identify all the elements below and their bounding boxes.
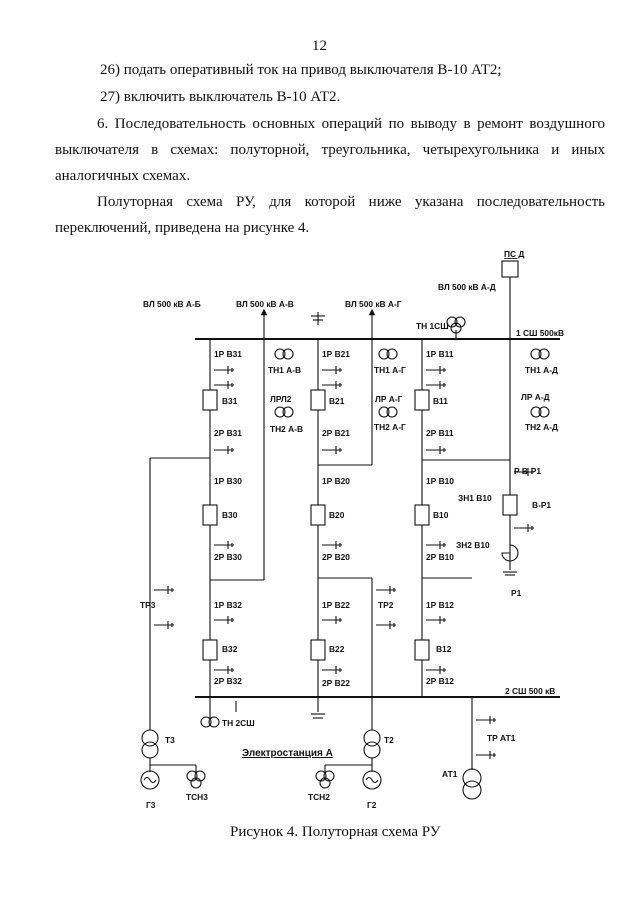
label-1r-v12: 1Р В12 — [426, 600, 454, 610]
label-tsn3: ТСН3 — [186, 792, 208, 802]
label-t3: Т3 — [165, 735, 175, 745]
label-at1: АТ1 — [442, 769, 458, 779]
label-2r-v11: 2Р В11 — [426, 428, 454, 438]
label-bus-1: 1 СШ 500кВ — [516, 328, 564, 338]
label-v22: В22 — [329, 644, 345, 654]
label-tr3: ТР3 — [140, 600, 156, 610]
label-tn-2sh: ТН 2СШ — [222, 718, 255, 728]
figure-caption: Рисунок 4. Полуторная схема РУ — [230, 824, 441, 840]
label-vl-ad: ВЛ 500 кВ А-Д — [438, 282, 496, 292]
breaker-v30 — [202, 504, 218, 526]
label-1r-v22: 1Р В22 — [322, 600, 350, 610]
breaker-v22 — [310, 639, 326, 661]
step-27: 27) включить выключатель В-10 АТ2. — [100, 89, 341, 105]
label-2r-v30: 2Р В30 — [214, 552, 242, 562]
label-v31: В31 — [222, 396, 238, 406]
label-2r-v22: 2Р В22 — [322, 678, 350, 688]
label-vl-ag: ВЛ 500 кВ А-Г — [345, 299, 402, 309]
step-26: 26) подать оперативный ток на привод вык… — [100, 62, 502, 78]
generator-g3 — [140, 770, 160, 790]
breaker-v10 — [414, 504, 430, 526]
section-heading-line-2: выключателя в схемах: полуторной, треуго… — [55, 142, 605, 158]
paragraph-line-1: Полуторная схема РУ, для которой ниже ук… — [97, 194, 605, 210]
label-2r-v32: 2Р В32 — [214, 676, 242, 686]
label-1r-v20: 1Р В20 — [322, 476, 350, 486]
breaker-v32 — [202, 639, 218, 661]
label-2r-v12: 2Р В12 — [426, 676, 454, 686]
label-g3: Г3 — [146, 800, 156, 810]
label-1r-v31: 1Р В31 — [214, 349, 242, 359]
reactor-r1 — [501, 544, 519, 570]
label-t2: Т2 — [384, 735, 394, 745]
label-v30: В30 — [222, 510, 238, 520]
label-2r-v10: 2Р В10 — [426, 552, 454, 562]
breaker-v12 — [414, 639, 430, 661]
label-tr-at1: ТР АТ1 — [487, 733, 516, 743]
label-g2: Г2 — [367, 800, 377, 810]
label-tn2-ad: ТН2 А-Д — [525, 422, 558, 432]
label-tr2: ТР2 — [378, 600, 394, 610]
label-v12: В12 — [436, 644, 452, 654]
label-1r-v32: 1Р В32 — [214, 600, 242, 610]
label-lr-ag: ЛР А-Г — [375, 394, 403, 404]
label-2r-v31: 2Р В31 — [214, 428, 242, 438]
label-v11: В11 — [433, 396, 448, 406]
section-heading-line-1: 6. Последовательность основных операций … — [97, 116, 605, 132]
section-heading-line-3: аналогичных схемах. — [55, 168, 191, 184]
label-station: Электростанция А — [242, 748, 333, 759]
label-tn-1sh: ТН 1СШ — [416, 321, 449, 331]
label-lrl2: ЛРЛ2 — [270, 394, 292, 404]
label-2r-v20: 2Р В20 — [322, 552, 350, 562]
label-r1: Р1 — [511, 588, 522, 598]
ps-d-terminal — [501, 260, 519, 278]
breaker-v20 — [310, 504, 326, 526]
breaker-v-r1 — [502, 494, 518, 516]
label-ps-d: ПС Д — [504, 249, 524, 259]
label-tn2-av: ТН2 А-В — [270, 424, 303, 434]
label-2r-v21: 2Р В21 — [322, 428, 350, 438]
label-1r-v10: 1Р В10 — [426, 476, 454, 486]
breaker-v31 — [202, 389, 218, 411]
label-vl-ab: ВЛ 500 кВ А-Б — [143, 299, 201, 309]
label-tn1-av: ТН1 А-В — [268, 365, 301, 375]
label-zn2-v10: ЗН2 В10 — [456, 540, 490, 550]
label-vl-av: ВЛ 500 кВ А-В — [236, 299, 294, 309]
label-v10: В10 — [433, 510, 449, 520]
label-tn2-ag: ТН2 А-Г — [374, 422, 406, 432]
label-v-r1: В-Р1 — [532, 500, 551, 510]
label-lr-ad: ЛР А-Д — [521, 392, 550, 402]
label-tsn2: ТСН2 — [308, 792, 330, 802]
generator-g2 — [362, 770, 382, 790]
label-1r-v11: 1Р В11 — [426, 349, 454, 359]
label-tn1-ad: ТН1 А-Д — [525, 365, 558, 375]
label-tn1-ag: ТН1 А-Г — [374, 365, 406, 375]
paragraph-line-2: переключений, приведена на рисунке 4. — [55, 220, 310, 236]
page-number: 12 — [312, 38, 327, 54]
label-v20: В20 — [329, 510, 345, 520]
breaker-v21 — [310, 389, 326, 411]
label-v32: В32 — [222, 644, 238, 654]
label-zn1-v10: ЗН1 В10 — [458, 493, 492, 503]
label-1r-v30: 1Р В30 — [214, 476, 242, 486]
label-r-v-r1: Р В-Р1 — [514, 466, 541, 476]
label-v21: В21 — [329, 396, 345, 406]
label-bus-2: 2 СШ 500 кВ — [505, 686, 555, 696]
label-1r-v21: 1Р В21 — [322, 349, 350, 359]
breaker-v11 — [414, 389, 430, 411]
